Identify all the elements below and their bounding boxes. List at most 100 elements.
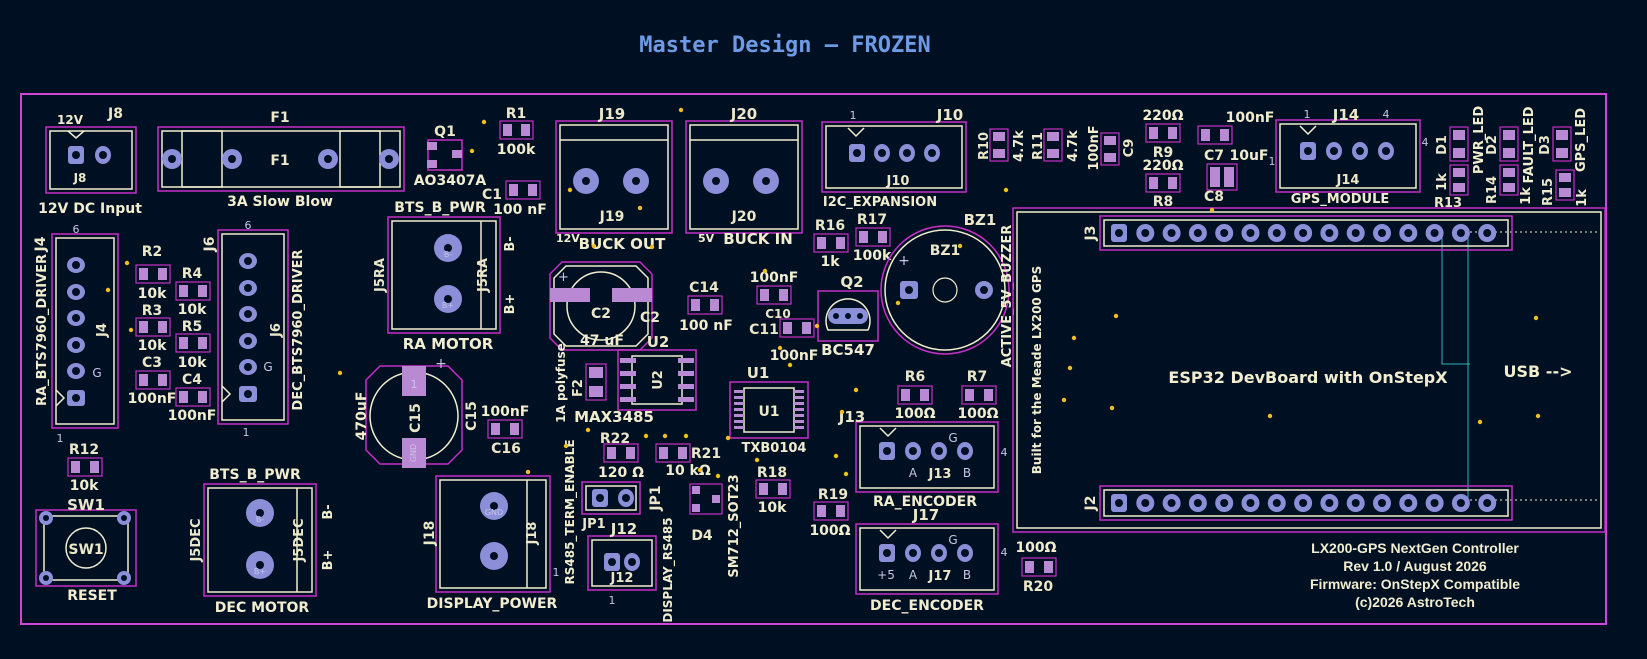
r8-resistor[interactable] xyxy=(1145,173,1181,193)
r10-resistor[interactable] xyxy=(989,128,1009,162)
c2-capacitor[interactable] xyxy=(549,261,653,351)
f1-fuse[interactable] xyxy=(157,126,405,192)
j6-connector[interactable] xyxy=(217,229,289,425)
r16-label: R16 xyxy=(815,218,845,234)
r18-resistor[interactable] xyxy=(755,479,791,499)
j4-pin6: 6 xyxy=(73,223,80,236)
q1-transistor[interactable] xyxy=(427,139,463,171)
f2-polyfuse[interactable] xyxy=(585,363,607,401)
j8-silk: J8 xyxy=(73,171,87,185)
f1-label: F1 xyxy=(270,110,289,126)
r14-value: 1k xyxy=(1519,187,1534,205)
j20-value: BUCK IN xyxy=(723,230,793,248)
j5ra-pad-bminus: B- xyxy=(444,250,452,259)
r12-resistor[interactable] xyxy=(67,457,103,477)
r21-resistor[interactable] xyxy=(655,443,691,463)
r17-resistor[interactable] xyxy=(855,227,891,247)
r7-value: 100Ω xyxy=(957,406,998,422)
j12-connector[interactable] xyxy=(587,535,657,591)
j5dec-pad-bplus: B+ xyxy=(254,567,266,576)
c9-capacitor[interactable] xyxy=(1100,132,1120,166)
j20-terminal[interactable] xyxy=(685,120,803,234)
u2-ic[interactable] xyxy=(617,349,697,411)
j17-connector[interactable] xyxy=(855,523,999,595)
d1-led[interactable] xyxy=(1449,126,1469,162)
c16-capacitor[interactable] xyxy=(487,419,523,439)
r13-resistor[interactable] xyxy=(1449,164,1469,196)
c1-capacitor[interactable] xyxy=(505,180,541,200)
j14-silk: J14 xyxy=(1336,173,1360,188)
sw1-reset-button[interactable] xyxy=(35,509,137,587)
j19-terminal[interactable] xyxy=(555,120,673,234)
r5-resistor[interactable] xyxy=(175,333,211,353)
r15-resistor[interactable] xyxy=(1555,169,1575,201)
r2-value: 10k xyxy=(138,286,167,302)
c10-label: C10 xyxy=(765,307,791,321)
c11-capacitor[interactable] xyxy=(779,318,815,338)
c7-capacitor[interactable] xyxy=(1197,125,1233,145)
d2-value: FAULT_LED xyxy=(1522,106,1537,183)
j5ra-terminal[interactable] xyxy=(387,216,501,334)
r1-resistor[interactable] xyxy=(499,120,534,140)
r4-resistor[interactable] xyxy=(175,281,211,301)
u1-ic[interactable] xyxy=(729,381,809,439)
r20-label: R20 xyxy=(1023,579,1054,595)
j2-header[interactable] xyxy=(1099,485,1513,521)
bz1-silk: BZ1 xyxy=(930,243,961,259)
j18-terminal[interactable] xyxy=(435,475,551,593)
j5dec-label: J5DEC xyxy=(189,518,204,562)
r6-resistor[interactable] xyxy=(897,385,933,405)
c15-label: C15 xyxy=(464,401,480,431)
j5dec-terminal[interactable] xyxy=(203,483,317,597)
r16-resistor[interactable] xyxy=(813,233,849,253)
j14-pin4-side: 4 xyxy=(1422,136,1429,149)
c14-capacitor[interactable] xyxy=(687,295,723,315)
d3-led[interactable] xyxy=(1552,126,1572,162)
r9-resistor[interactable] xyxy=(1145,123,1181,143)
c8-capacitor[interactable] xyxy=(1206,163,1238,191)
c15-value: 470uF xyxy=(354,392,370,441)
c4-value: 100nF xyxy=(168,408,217,424)
bz1-buzzer[interactable] xyxy=(880,225,1010,355)
r3-resistor[interactable] xyxy=(135,317,171,337)
j17-silk: J17 xyxy=(928,569,952,584)
j8-connector[interactable] xyxy=(45,126,137,194)
c10-capacitor[interactable] xyxy=(756,285,792,305)
j4-pin1: 1 xyxy=(57,432,64,445)
j3-header[interactable] xyxy=(1099,215,1513,251)
jp1-jumper[interactable] xyxy=(581,481,641,515)
j5dec-bts: BTS_B_PWR xyxy=(209,467,301,483)
c3-capacitor[interactable] xyxy=(135,370,171,390)
r2-resistor[interactable] xyxy=(135,264,171,284)
d4-tvs-diode[interactable] xyxy=(689,483,723,515)
u2-value: MAX3485 xyxy=(574,408,654,426)
j14-connector[interactable] xyxy=(1275,119,1421,193)
c15-capacitor[interactable] xyxy=(365,365,463,468)
j13-value: RA_ENCODER xyxy=(873,494,977,510)
r7-resistor[interactable] xyxy=(961,385,997,405)
r22-resistor[interactable] xyxy=(603,443,639,463)
j14-label: J14 xyxy=(1332,106,1359,124)
r19-resistor[interactable] xyxy=(813,501,849,521)
d2-led[interactable] xyxy=(1499,126,1519,162)
j17-pad-b: B xyxy=(963,568,971,582)
jp1-label: JP1 xyxy=(648,485,664,511)
j10-label: J10 xyxy=(936,106,963,124)
r14-resistor[interactable] xyxy=(1499,164,1519,196)
q2-transistor[interactable] xyxy=(817,290,879,342)
j10-connector[interactable] xyxy=(821,121,967,193)
f1-value: 3A Slow Blow xyxy=(227,194,333,210)
c4-capacitor[interactable] xyxy=(175,387,211,407)
r13-value: 1k xyxy=(1435,173,1450,191)
j5dec-pad-bminus: B- xyxy=(256,515,264,524)
r15-value: 1k xyxy=(1575,189,1590,207)
j4-connector[interactable] xyxy=(51,233,119,429)
j17-pad-a: A xyxy=(909,568,918,582)
r11-resistor[interactable] xyxy=(1043,128,1063,162)
j5ra-bplus: B+ xyxy=(503,294,518,315)
j5ra-bminus: B- xyxy=(503,236,518,251)
j13-connector[interactable] xyxy=(855,421,999,493)
r1-label: R1 xyxy=(506,106,527,122)
r20-resistor[interactable] xyxy=(1021,557,1057,577)
